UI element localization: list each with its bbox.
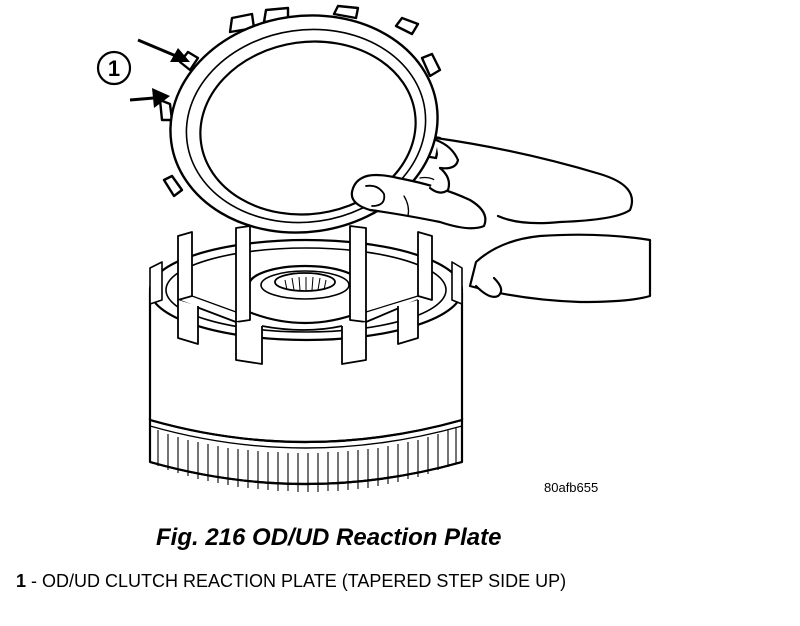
technician-hand — [350, 136, 652, 304]
callout-circle — [96, 50, 132, 86]
retainer-lugs — [177, 225, 433, 365]
legend-item-text: - OD/UD CLUTCH REACTION PLATE (TAPERED S… — [26, 571, 567, 591]
figure-legend: 1 - OD/UD CLUTCH REACTION PLATE (TAPERED… — [16, 571, 676, 591]
retainer-hub — [247, 264, 363, 325]
image-code: 80afb655 — [544, 480, 598, 495]
figure-caption: Fig. 216 OD/UD Reaction Plate — [156, 524, 502, 551]
legend-item: 1 - OD/UD CLUTCH REACTION PLATE (TAPERED… — [16, 571, 676, 591]
hand-thumb — [350, 173, 487, 230]
reaction-plate-illustration: 1 80afb655 — [96, 4, 652, 495]
callout-arrow-upper — [137, 38, 190, 62]
legend-item-number: 1 — [16, 571, 27, 591]
clutch-retainer — [148, 225, 464, 492]
reaction-plate-inner-edge — [199, 40, 417, 216]
reaction-plate — [158, 4, 442, 234]
callout-1: 1 — [96, 38, 190, 108]
callout-arrow-lower — [129, 88, 170, 108]
callout-number: 1 — [108, 56, 120, 81]
